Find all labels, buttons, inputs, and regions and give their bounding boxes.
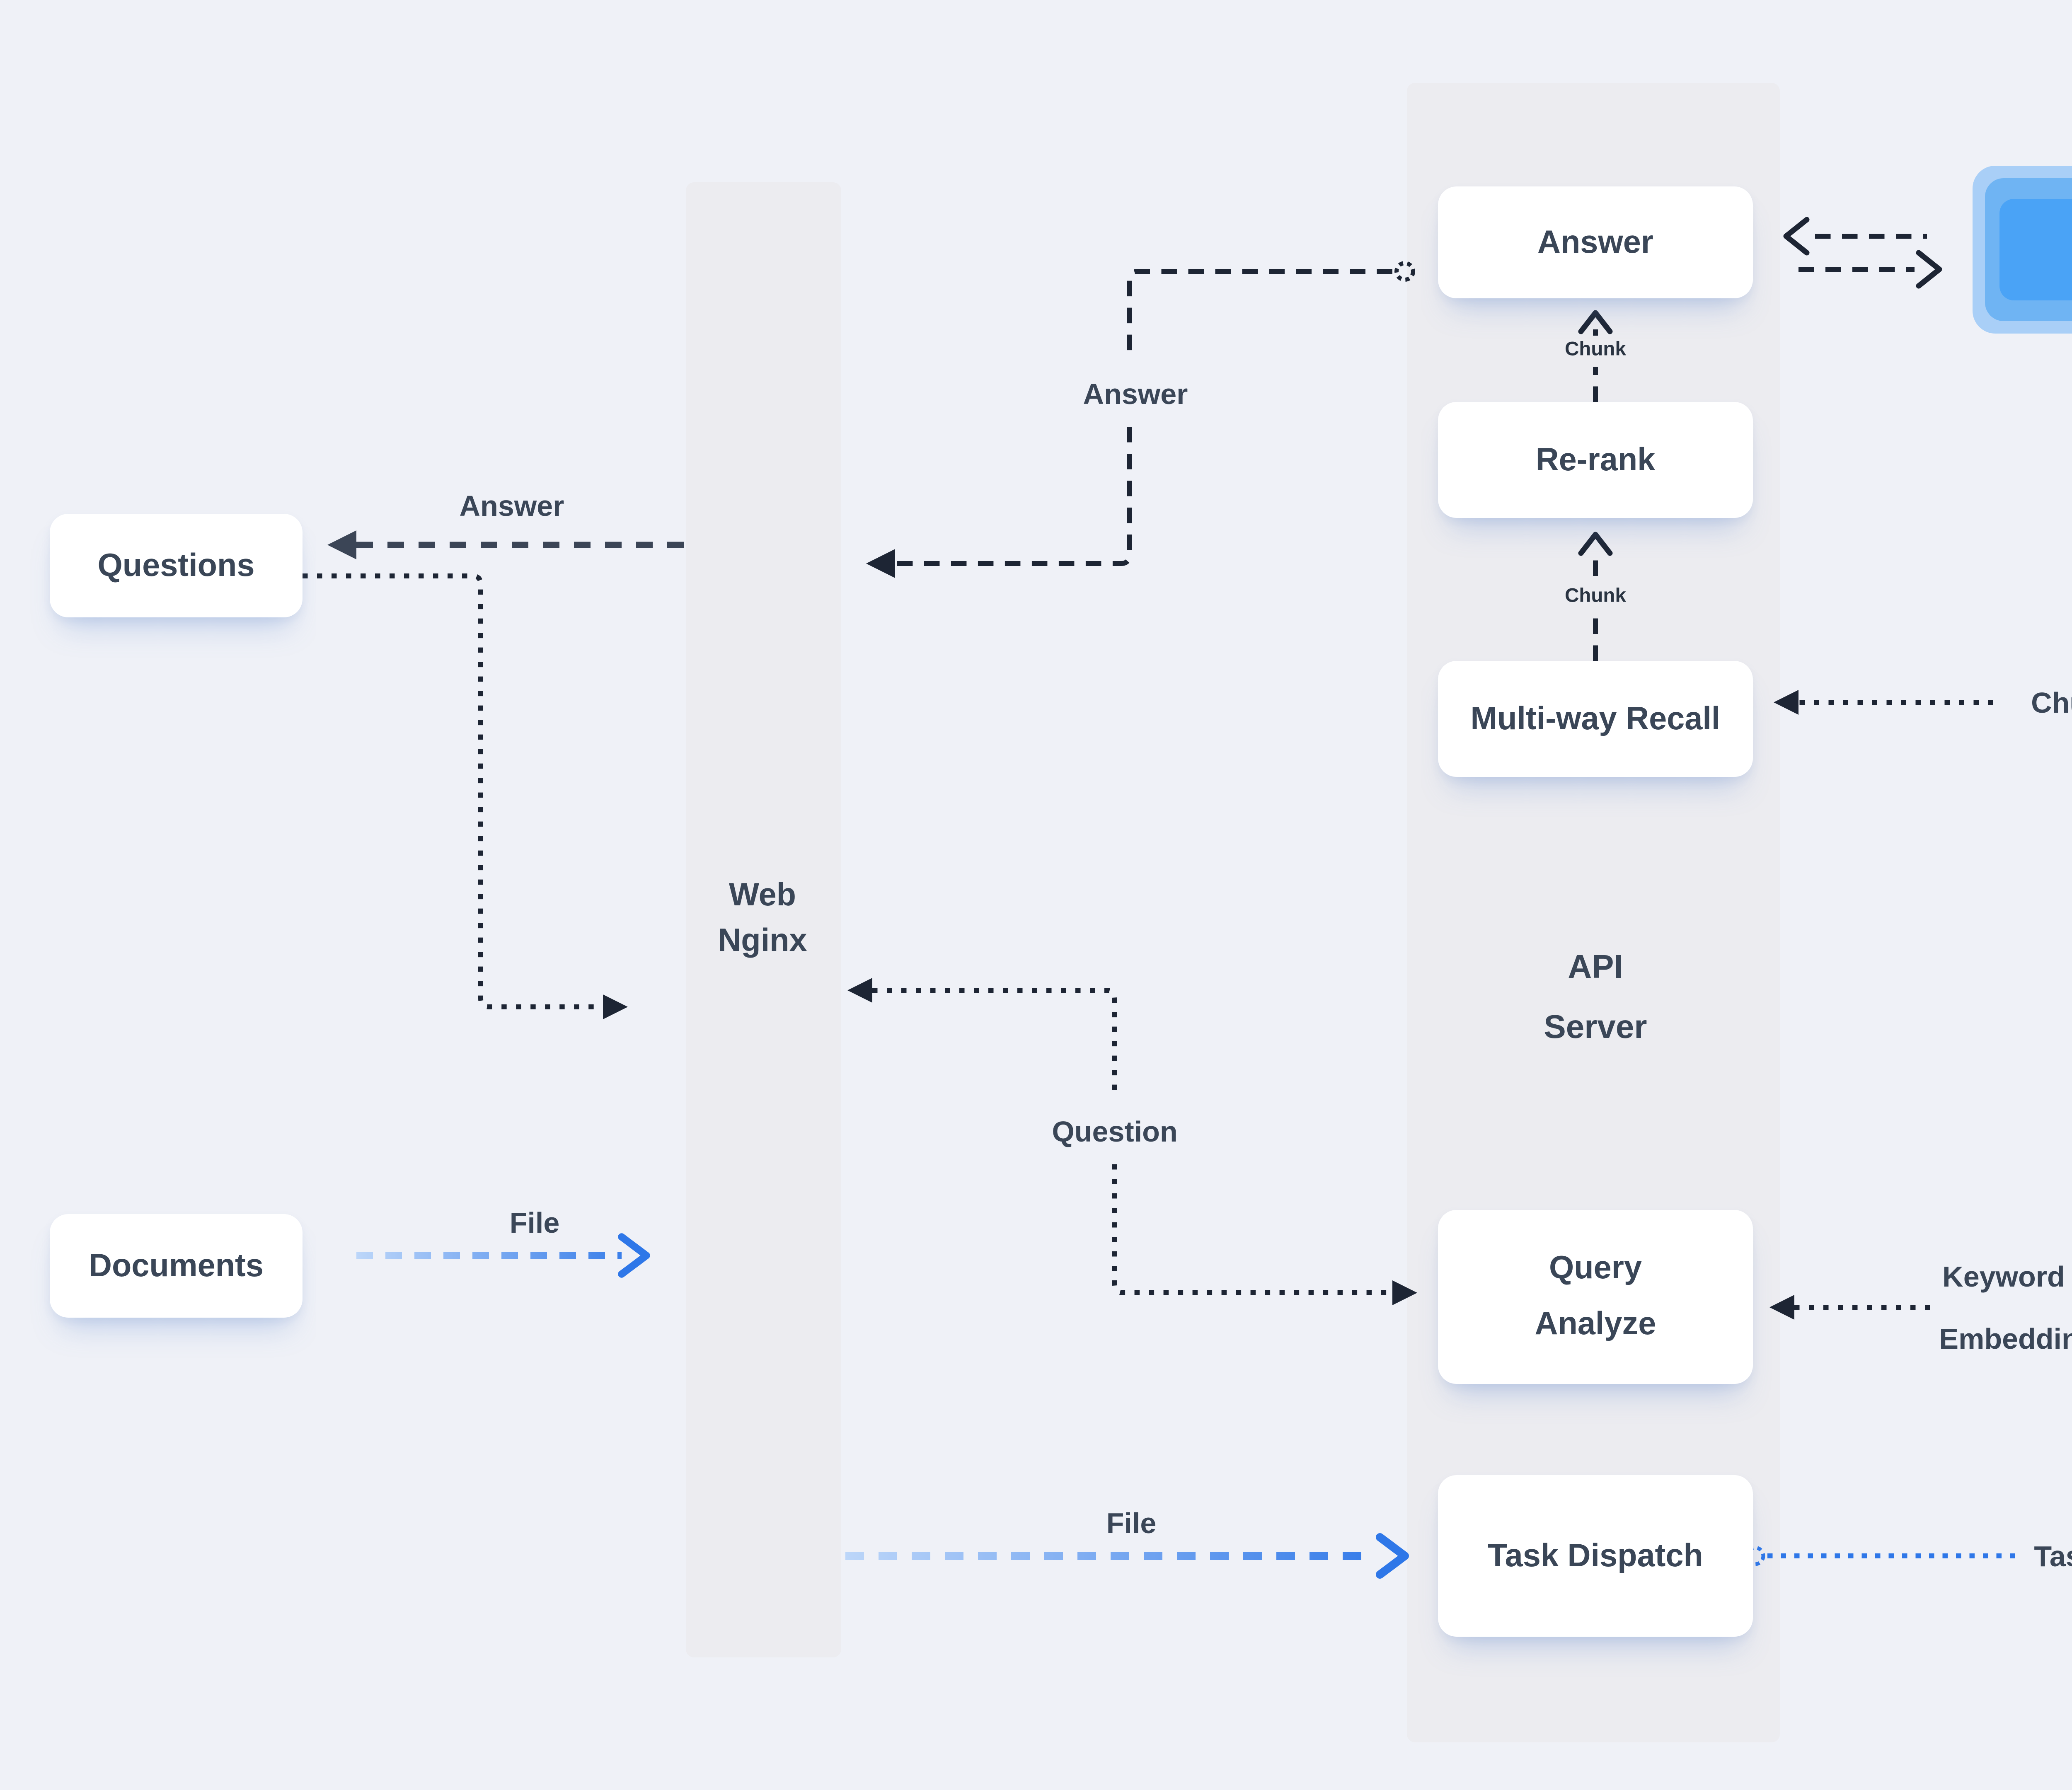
api-server-title: API Server — [1544, 951, 1647, 1046]
questions-label: Questions — [97, 548, 255, 583]
edge-question-upper — [872, 988, 1117, 1098]
edge-answer-return-upper — [1127, 269, 1392, 360]
rerank-label: Re-rank — [1535, 442, 1656, 478]
arrowhead-question-into-nginx — [847, 978, 872, 1003]
llms-mid-layer: LLMs — [1985, 178, 2072, 321]
edge-label-chunk-recall-rerank: Chunk — [1565, 585, 1626, 608]
edge-chunk-db-recall — [1798, 700, 1993, 705]
edge-label-answer-to-questions: Answer — [459, 489, 564, 522]
api-server-column — [1407, 83, 1780, 1742]
web-nginx-title: Web Nginx — [718, 878, 807, 959]
edge-keyword-embedding — [1794, 1305, 1935, 1310]
arrowhead-file-documents — [618, 1233, 650, 1278]
endpoint-answer-return — [1394, 261, 1415, 282]
arrowhead-chunk-recall-rerank — [1578, 532, 1613, 556]
query-analyze-node: Query Analyze — [1438, 1210, 1753, 1384]
questions-node: Questions — [50, 514, 303, 617]
arrowhead-questions-to-nginx — [603, 994, 628, 1019]
edge-label-chunk-rerank-answer: Chunk — [1565, 339, 1626, 362]
arrowhead-file-nginx — [1376, 1533, 1409, 1579]
task-dispatch-label: Task Dispatch — [1488, 1538, 1703, 1574]
llms-node: LLMs — [1973, 166, 2072, 334]
edge-label-tasks: Tasks — [2034, 1539, 2072, 1572]
web-nginx-column — [686, 182, 841, 1657]
arrowhead-answer-to-llms — [1916, 250, 1942, 289]
edge-label-answer-to-nginx: Answer — [1083, 377, 1188, 410]
arrowhead-chunk-into-recall — [1774, 690, 1798, 715]
arrowhead-keyword-into-query — [1769, 1295, 1794, 1320]
edge-label-file-nginx: File — [1106, 1506, 1157, 1539]
rerank-node: Re-rank — [1438, 402, 1753, 518]
llms-label: LLMs — [2070, 231, 2072, 268]
query-analyze-label: Query Analyze — [1535, 1251, 1656, 1342]
edge-answer-return-lower — [895, 427, 1132, 566]
documents-label: Documents — [88, 1248, 264, 1284]
edge-label-file-documents: File — [509, 1206, 560, 1239]
edge-questions-to-nginx — [303, 573, 603, 1009]
edge-label-chunk-db-recall: Chunk — [2031, 686, 2072, 719]
multiway-recall-label: Multi-way Recall — [1470, 701, 1721, 737]
multiway-recall-node: Multi-way Recall — [1438, 661, 1753, 777]
arrowhead-llms-to-answer — [1783, 217, 1810, 256]
answer-label: Answer — [1537, 225, 1653, 260]
task-dispatch-node: Task Dispatch — [1438, 1475, 1753, 1637]
documents-node: Documents — [50, 1214, 303, 1318]
edge-label-question: Question — [1052, 1115, 1178, 1148]
arrowhead-answer-into-nginx — [866, 549, 895, 578]
arrowhead-question-into-query — [1392, 1280, 1417, 1305]
answer-node: Answer — [1438, 186, 1753, 298]
edge-question-lower — [1112, 1164, 1388, 1295]
arrowhead-chunk-rerank-answer — [1578, 310, 1613, 334]
arrowhead-answer-to-questions — [327, 530, 356, 559]
llms-inner-layer: LLMs — [1999, 199, 2072, 300]
edge-label-keyword-embedding: Keyword & Embedding — [1939, 1260, 2072, 1355]
